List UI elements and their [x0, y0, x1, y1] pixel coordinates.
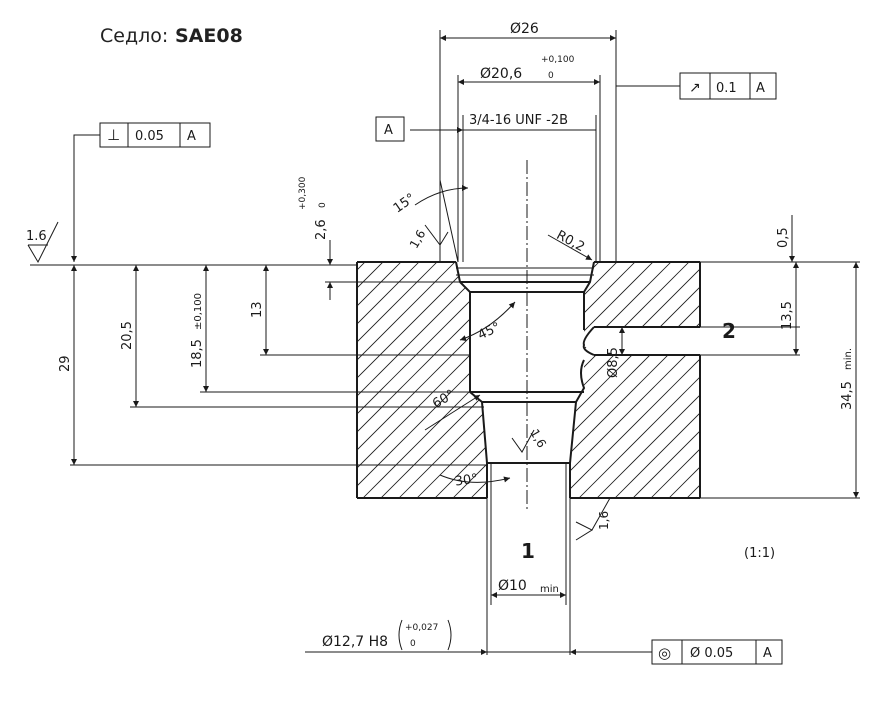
perpendicularity-frame: ⊥ 0.05 A — [71, 122, 211, 262]
roughness-inner: 1,6 — [511, 427, 549, 453]
svg-text:0.1: 0.1 — [716, 81, 737, 96]
runout-icon: ↗ — [689, 80, 701, 96]
svg-text:A: A — [763, 646, 772, 661]
dim-d8-5: Ø8,5 — [606, 327, 625, 378]
svg-text:min: min — [540, 584, 559, 595]
svg-text:R0,2: R0,2 — [554, 228, 587, 255]
dim-d20-6: Ø20,6 +0,100 0 — [458, 55, 600, 85]
svg-text:Ø26: Ø26 — [510, 21, 539, 37]
surface-finish-left: 1.6 — [26, 221, 59, 264]
svg-text:0: 0 — [548, 71, 554, 81]
svg-text:+0,100: +0,100 — [541, 55, 575, 65]
svg-text:1,6: 1,6 — [527, 427, 549, 451]
dim-13-5: 13,5 — [780, 262, 799, 355]
dim-0-5: 0,5 — [776, 215, 795, 262]
svg-text:13,5: 13,5 — [780, 301, 795, 330]
extension-lines-left — [30, 264, 487, 466]
dim-34-5: 34,5 min. — [840, 262, 859, 498]
datum-a-box: A — [375, 116, 405, 142]
angle-45: 45° — [459, 301, 516, 343]
scale-label: (1:1) — [744, 546, 775, 561]
dim-13: 13 — [250, 265, 269, 355]
svg-text:Ø 0.05: Ø 0.05 — [690, 646, 733, 661]
dim-thread: 3/4-16 UNF -2B — [410, 113, 596, 133]
svg-text:30°: 30° — [454, 472, 479, 490]
port-2-label: 2 — [722, 319, 736, 343]
extension-lines-right — [700, 261, 860, 499]
svg-text:15°: 15° — [391, 191, 418, 217]
port-1-label: 1 — [521, 539, 535, 563]
roughness-top: 1,6 — [407, 224, 449, 251]
svg-text:29: 29 — [58, 355, 73, 372]
svg-text:45°: 45° — [476, 320, 503, 343]
svg-text:2,6: 2,6 — [314, 219, 329, 240]
radius-r0-2: R0,2 — [547, 228, 593, 261]
svg-text:Ø20,6: Ø20,6 — [480, 66, 522, 82]
svg-text:Ø8,5: Ø8,5 — [606, 347, 621, 378]
title-code: SAE08 — [175, 25, 243, 47]
svg-text:3/4-16 UNF -2B: 3/4-16 UNF -2B — [469, 113, 568, 128]
dim-20-5: 20,5 — [120, 265, 139, 407]
title-prefix: Седло: — [100, 25, 168, 47]
svg-text:0: 0 — [318, 202, 328, 208]
svg-text:A: A — [384, 123, 393, 138]
svg-text:A: A — [187, 129, 196, 144]
dim-29: 29 — [58, 265, 77, 465]
concentricity-icon: ◎ — [658, 644, 671, 662]
svg-text:+0,027: +0,027 — [405, 623, 438, 633]
dim-depth-2-6: 2,6 +0,300 0 — [298, 176, 333, 300]
svg-text:1.6: 1.6 — [26, 229, 47, 244]
perpendicularity-icon: ⊥ — [107, 126, 120, 144]
svg-text:+0,300: +0,300 — [298, 176, 308, 210]
svg-text:0,5: 0,5 — [776, 227, 791, 248]
angle-30: 30° — [439, 472, 511, 490]
svg-text:18,5: 18,5 — [190, 339, 205, 368]
svg-text:20,5: 20,5 — [120, 321, 135, 350]
angle-15: 15° — [391, 179, 469, 263]
dim-d12-7: Ø12,7 H8 +0,027 0 — [305, 619, 590, 655]
dim-d26: Ø26 — [440, 21, 616, 41]
surface-finish-right: 1,6 — [575, 497, 611, 541]
dim-d10: Ø10 min — [491, 578, 566, 598]
svg-text:min.: min. — [843, 348, 854, 370]
svg-text:0.05: 0.05 — [135, 129, 164, 144]
svg-text:1,6: 1,6 — [597, 511, 611, 530]
svg-text:±0,100: ±0,100 — [193, 293, 204, 330]
runout-frame: ↗ 0.1 A — [616, 72, 777, 100]
svg-text:1,6: 1,6 — [407, 227, 429, 251]
svg-text:34,5: 34,5 — [840, 381, 855, 410]
svg-text:A: A — [756, 81, 765, 96]
svg-text:0: 0 — [410, 639, 416, 649]
dim-18-5: 18,5 ±0,100 — [190, 265, 209, 392]
concentricity-frame: ◎ Ø 0.05 A — [590, 639, 783, 665]
svg-text:13: 13 — [250, 301, 265, 318]
svg-text:Ø12,7 H8: Ø12,7 H8 — [322, 634, 388, 650]
svg-text:Ø10: Ø10 — [498, 578, 527, 594]
